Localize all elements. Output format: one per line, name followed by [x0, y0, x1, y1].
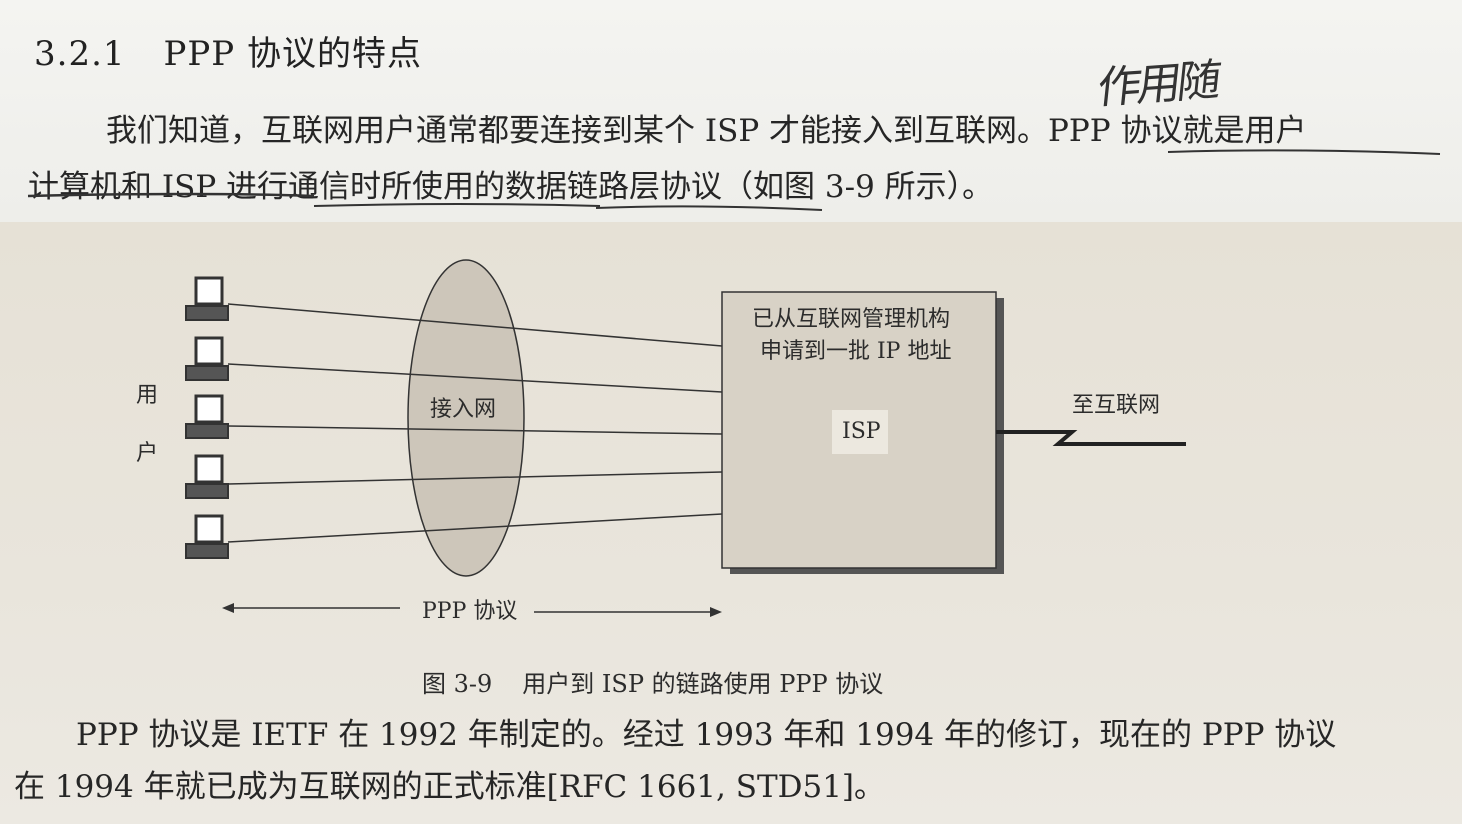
section-number: 3.2.1	[34, 34, 126, 74]
ppp-link-1	[227, 303, 723, 347]
ppp-link-5	[227, 513, 723, 543]
section-heading: 3.2.1 PPP 协议的特点	[34, 26, 422, 75]
user-computer-2	[185, 336, 229, 381]
access-network-label: 接入网	[430, 397, 496, 422]
paragraph1-line1: 我们知道，互联网用户通常都要连接到某个 ISP 才能接入到互联网。PPP 协议就…	[106, 113, 1307, 149]
figure-caption: 图 3-9 用户到 ISP 的链路使用 PPP 协议	[422, 664, 883, 699]
user-computer-1	[185, 276, 229, 321]
underline-mark-2	[313, 203, 601, 207]
isp-box-text-line2: 申请到一批 IP 地址	[760, 339, 951, 364]
ppp-link-3	[227, 425, 723, 435]
access-network-ellipse	[407, 259, 525, 577]
isp-label-bg	[832, 410, 888, 454]
internet-link	[996, 430, 1186, 446]
section-title-text: PPP 协议的特点	[163, 34, 422, 74]
paragraph2-line1: PPP 协议是 IETF 在 1992 年制定的。经过 1993 年和 1994…	[76, 717, 1337, 753]
users-label-2: 户	[136, 441, 158, 466]
paragraph1-line2: 计算机和 ISP 进行通信时所使用的数据链路层协议（如图 3-9 所示）。	[28, 169, 994, 205]
arrowhead-left	[222, 603, 234, 613]
isp-label: ISP	[842, 419, 881, 444]
upper-page-region	[0, 0, 1462, 222]
user-computer-5	[185, 514, 229, 559]
isp-box-text-line1: 已从互联网管理机构	[752, 307, 950, 332]
ppp-protocol-label: PPP 协议	[422, 599, 517, 624]
ppp-link-2	[227, 363, 723, 393]
figure-caption-text: 用户到 ISP 的链路使用 PPP 协议	[522, 670, 884, 698]
to-internet-label: 至互联网	[1072, 393, 1160, 418]
strike-mark	[27, 192, 315, 198]
user-computer-4	[185, 454, 229, 499]
paragraph2-line2: 在 1994 年就已成为互联网的正式标准[RFC 1661, STD51]。	[14, 769, 886, 805]
user-computer-3	[185, 394, 229, 439]
underline-mark-1	[1167, 149, 1441, 155]
pen-markings	[27, 149, 1441, 211]
ppp-link-diagram: 用 户 接入网 已从互联网管理机构 申请到一批 IP 地址 ISP 至互联网 P…	[136, 259, 1186, 624]
ppp-link-4	[227, 471, 723, 485]
users-label-1: 用	[136, 383, 158, 408]
figure-number: 图 3-9	[422, 670, 493, 698]
arrowhead-right	[710, 607, 722, 617]
underline-mark-3	[595, 205, 823, 211]
